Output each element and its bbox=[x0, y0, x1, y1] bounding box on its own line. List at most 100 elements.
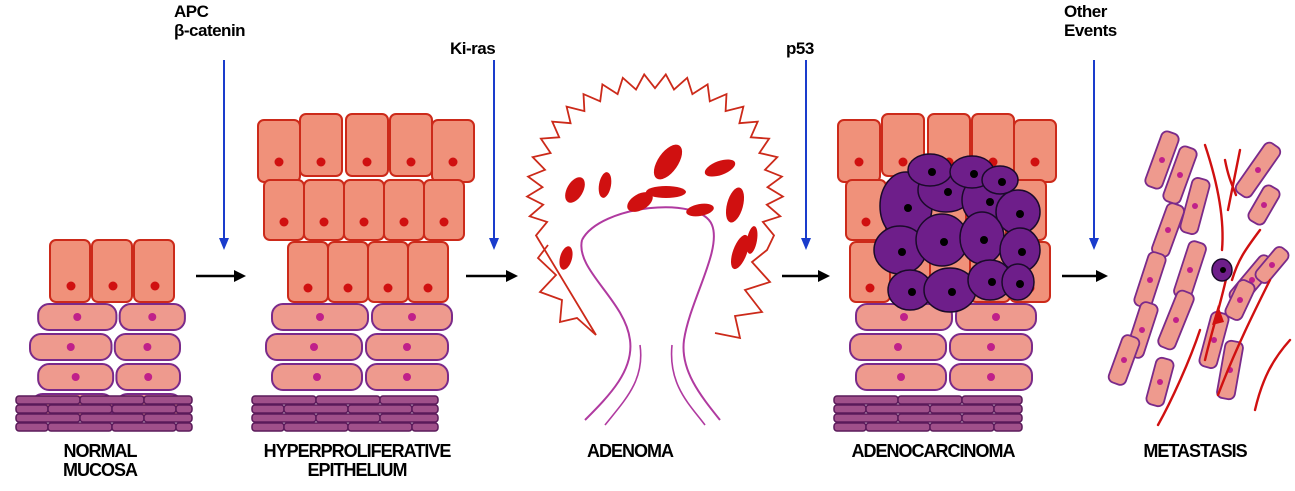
migrating-cell-nucleus bbox=[1165, 227, 1171, 233]
basal-nucleus bbox=[408, 313, 416, 321]
adenoma-stalk-right bbox=[582, 207, 720, 420]
cell-nucleus bbox=[407, 158, 416, 167]
stage-arrow-head bbox=[818, 270, 830, 282]
adenoma-nucleus bbox=[557, 245, 575, 271]
stage-label-line: ADENOMA bbox=[560, 442, 700, 461]
basal-nucleus bbox=[987, 343, 995, 351]
stage-label-line: METASTASIS bbox=[1115, 442, 1275, 461]
tumor-nucleus bbox=[998, 178, 1006, 186]
tumor-nucleus bbox=[898, 248, 906, 256]
tumor-nucleus bbox=[986, 198, 994, 206]
gene-label-apc: APC β-catenin bbox=[174, 2, 245, 40]
basal-nucleus bbox=[403, 373, 411, 381]
gene-arrow-head bbox=[1089, 238, 1099, 250]
basement-membrane-segment bbox=[16, 414, 80, 422]
gene-arrow-head bbox=[489, 238, 499, 250]
stage-label-line: EPITHELIUM bbox=[222, 461, 492, 480]
basal-nucleus bbox=[987, 373, 995, 381]
adenoma-drawing bbox=[527, 74, 783, 425]
cell-nucleus bbox=[109, 282, 118, 291]
hyperproliferative-epithelium-drawing bbox=[252, 114, 474, 431]
basement-membrane-segment bbox=[898, 414, 962, 422]
cell-nucleus bbox=[424, 284, 433, 293]
basement-membrane-segment bbox=[252, 396, 316, 404]
cell-nucleus bbox=[304, 284, 313, 293]
columnar-cell bbox=[264, 180, 304, 240]
migrating-cell-nucleus bbox=[1147, 277, 1153, 283]
basement-membrane-segment bbox=[16, 423, 48, 431]
basal-nucleus bbox=[900, 313, 908, 321]
columnar-cell bbox=[304, 180, 344, 240]
stage-arrow-head bbox=[506, 270, 518, 282]
basement-membrane-segment bbox=[316, 396, 380, 404]
gene-label-line: Events bbox=[1064, 21, 1117, 40]
basement-membrane-segment bbox=[316, 414, 380, 422]
stage-label-adenoma: ADENOMA bbox=[560, 442, 700, 461]
cell-nucleus bbox=[440, 218, 449, 227]
tumor-nucleus bbox=[988, 278, 996, 286]
columnar-cell bbox=[1014, 120, 1056, 182]
columnar-cell bbox=[258, 120, 300, 182]
cell-nucleus bbox=[320, 218, 329, 227]
gene-label-p53: p53 bbox=[786, 39, 814, 58]
basement-membrane-segment bbox=[380, 414, 438, 422]
tumor-nucleus bbox=[1018, 248, 1026, 256]
normal-mucosa-drawing bbox=[16, 240, 192, 431]
basement-membrane-segment bbox=[412, 405, 438, 413]
gene-label-other-events: Other Events bbox=[1064, 2, 1117, 40]
basement-membrane-segment bbox=[348, 405, 412, 413]
basement-membrane-segment bbox=[252, 414, 316, 422]
tumor-nucleus bbox=[1016, 280, 1024, 288]
cell-nucleus bbox=[317, 158, 326, 167]
basal-nucleus bbox=[897, 373, 905, 381]
cell-nucleus bbox=[280, 218, 289, 227]
stage-label-line: NORMAL bbox=[30, 442, 170, 461]
basement-membrane-segment bbox=[898, 396, 962, 404]
cell-nucleus bbox=[67, 282, 76, 291]
cell-nucleus bbox=[151, 282, 160, 291]
basal-nucleus bbox=[67, 343, 75, 351]
basal-nucleus bbox=[313, 373, 321, 381]
basement-membrane-segment bbox=[16, 405, 48, 413]
cell-nucleus bbox=[384, 284, 393, 293]
stage-label-normal-mucosa: NORMAL MUCOSA bbox=[30, 442, 170, 480]
migrating-cell-nucleus bbox=[1177, 172, 1183, 178]
columnar-cell bbox=[92, 240, 132, 302]
basement-membrane-segment bbox=[144, 414, 192, 422]
basement-membrane-segment bbox=[930, 405, 994, 413]
basement-membrane-segment bbox=[252, 423, 284, 431]
basement-membrane-segment bbox=[412, 423, 438, 431]
gene-arrow-head bbox=[219, 238, 229, 250]
stroma-line bbox=[1205, 145, 1223, 250]
basement-membrane-segment bbox=[112, 405, 176, 413]
tumor-nucleus bbox=[908, 288, 916, 296]
gene-label-line: Other bbox=[1064, 2, 1117, 21]
stage-arrow-head bbox=[1096, 270, 1108, 282]
migrating-cell-nucleus bbox=[1192, 203, 1198, 209]
basal-nucleus bbox=[148, 313, 156, 321]
basal-nucleus bbox=[894, 343, 902, 351]
migrating-cell-nucleus bbox=[1255, 167, 1261, 173]
adenoma-stalk-left bbox=[581, 240, 630, 420]
columnar-cell bbox=[328, 242, 368, 302]
adenoma-nucleus bbox=[561, 174, 589, 206]
adenocarcinoma-drawing bbox=[834, 114, 1056, 431]
cell-nucleus bbox=[899, 158, 908, 167]
stage-label-hyperproliferative-epithelium: HYPERPROLIFERATIVE EPITHELIUM bbox=[222, 442, 492, 480]
columnar-cell bbox=[346, 114, 388, 176]
basal-nucleus bbox=[143, 343, 151, 351]
basement-membrane-segment bbox=[994, 423, 1022, 431]
gene-label-kiras: Ki-ras bbox=[450, 39, 495, 58]
basement-membrane-segment bbox=[176, 405, 192, 413]
tumor-nucleus bbox=[940, 238, 948, 246]
gene-arrow-head bbox=[801, 238, 811, 250]
tumor-nucleus bbox=[944, 188, 952, 196]
basement-membrane-segment bbox=[994, 405, 1022, 413]
columnar-cell bbox=[134, 240, 174, 302]
cell-nucleus bbox=[400, 218, 409, 227]
tumor-nucleus bbox=[980, 236, 988, 244]
tumor-nucleus bbox=[1016, 210, 1024, 218]
basement-membrane-segment bbox=[80, 414, 144, 422]
migrating-cell-nucleus bbox=[1139, 327, 1145, 333]
gene-label-line: β-catenin bbox=[174, 21, 245, 40]
